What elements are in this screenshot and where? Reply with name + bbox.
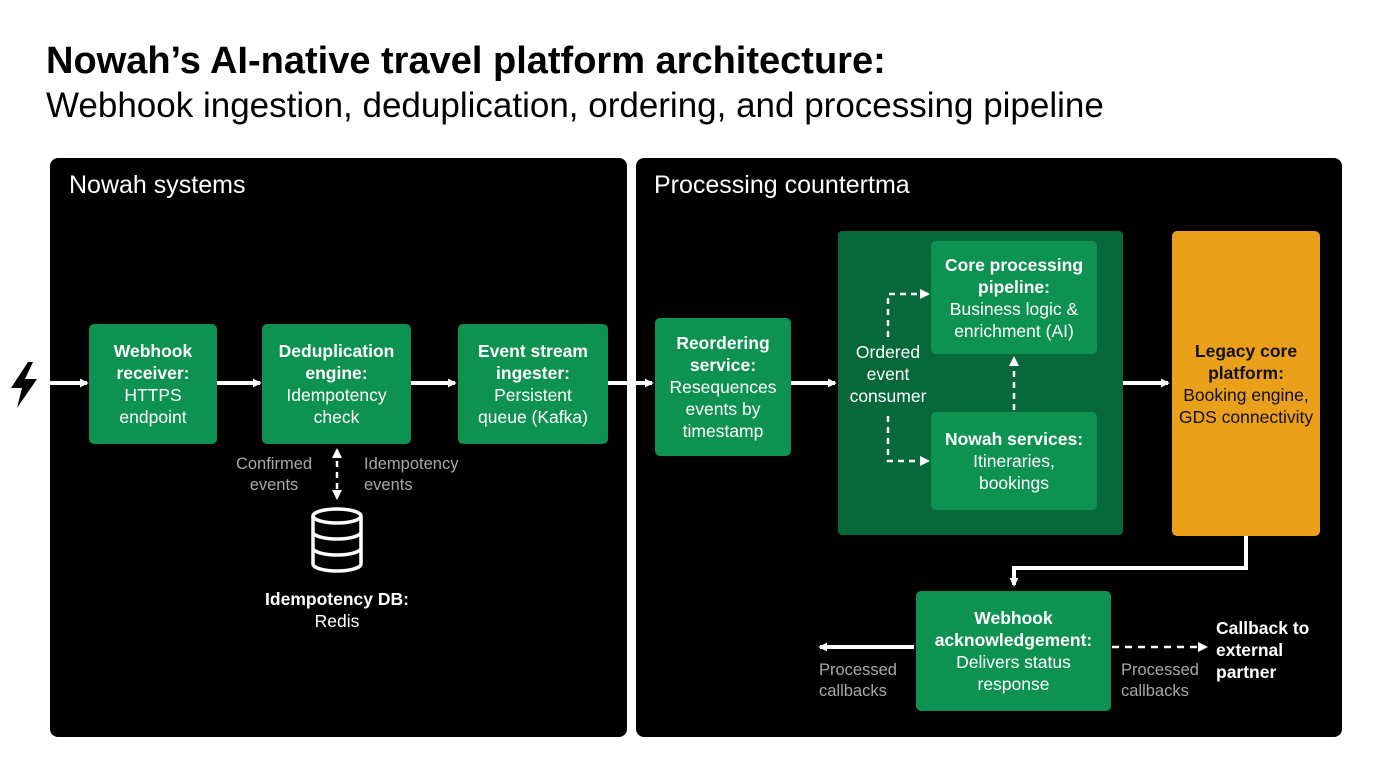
webhook-acknowledgement-text: Delivers status response [956, 652, 1071, 694]
arrow-consumer-to-services-dashed [886, 416, 930, 466]
ordered-event-consumer-label: Ordered event consumer [849, 342, 927, 406]
core-processing-pipeline-text: Business logic & enrichment (AI) [949, 298, 1079, 341]
webhook-receiver-node: Webhook receiver: HTTPS endpoint [89, 324, 217, 444]
webhook-receiver-title: Webhook receiver: [113, 341, 193, 383]
webhook-acknowledgement-title: Webhook acknowledgement: [934, 608, 1093, 650]
legacy-core-platform-text: Booking engine, GDS connectivity [1178, 384, 1314, 427]
event-stream-ingester-node: Event stream ingester: Persistent queue … [458, 324, 608, 444]
diagram-subtitle: Webhook ingestion, deduplication, orderi… [46, 86, 1104, 125]
processing-label: Processing countertma [654, 171, 910, 199]
arrow-consumer-to-core-dashed [886, 289, 930, 337]
nowah-systems-label: Nowah systems [69, 171, 246, 199]
idempotency-db-title: Idempotency DB: [265, 589, 409, 609]
idempotency-events-label: Idempotency events [364, 455, 459, 494]
event-stream-ingester-text: Persistent queue (Kafka) [478, 385, 588, 427]
nowah-systems-panel [50, 158, 627, 737]
reordering-service-text: Resequences events by timestamp [669, 377, 777, 441]
legacy-core-platform-node: Legacy core platform: Booking engine, GD… [1172, 231, 1320, 536]
event-stream-ingester-title: Event stream ingester: [478, 341, 588, 383]
lightning-bolt-icon [11, 362, 37, 408]
deduplication-engine-node: Deduplication engine: Idempotency check [262, 324, 411, 444]
legacy-core-platform-title: Legacy core platform: [1194, 340, 1298, 383]
nowah-services-node: Nowah services: Itineraries, bookings [931, 412, 1097, 510]
reordering-service-node: Reordering service: Resequences events b… [655, 318, 791, 456]
diagram-title: Nowah’s AI-native travel platform archit… [46, 40, 886, 82]
webhook-receiver-text: HTTPS endpoint [119, 385, 187, 427]
callback-external-partner-label: Callback to external partner [1216, 618, 1310, 682]
idempotency-db-label: Idempotency DB: Redis [237, 588, 437, 632]
idempotency-db-text: Redis [314, 611, 360, 631]
nowah-services-title: Nowah services: [944, 429, 1084, 449]
reordering-service-title: Reordering service: [676, 333, 770, 375]
deduplication-engine-text: Idempotency check [286, 385, 387, 427]
processed-callbacks-right-label: Processed callbacks [1121, 661, 1199, 700]
webhook-acknowledgement-node: Webhook acknowledgement: Delivers status… [916, 591, 1111, 711]
core-processing-pipeline-title: Core processing pipeline: [944, 254, 1084, 297]
processed-callbacks-left-label: Processed callbacks [819, 661, 897, 700]
arrow-legacy-to-ack [1009, 536, 1248, 587]
nowah-services-text: Itineraries, bookings [973, 451, 1055, 493]
deduplication-engine-title: Deduplication engine: [278, 341, 395, 383]
database-icon [311, 507, 363, 573]
core-processing-pipeline-node: Core processing pipeline: Business logic… [931, 241, 1097, 354]
confirmed-events-label: Confirmed events [235, 455, 313, 494]
